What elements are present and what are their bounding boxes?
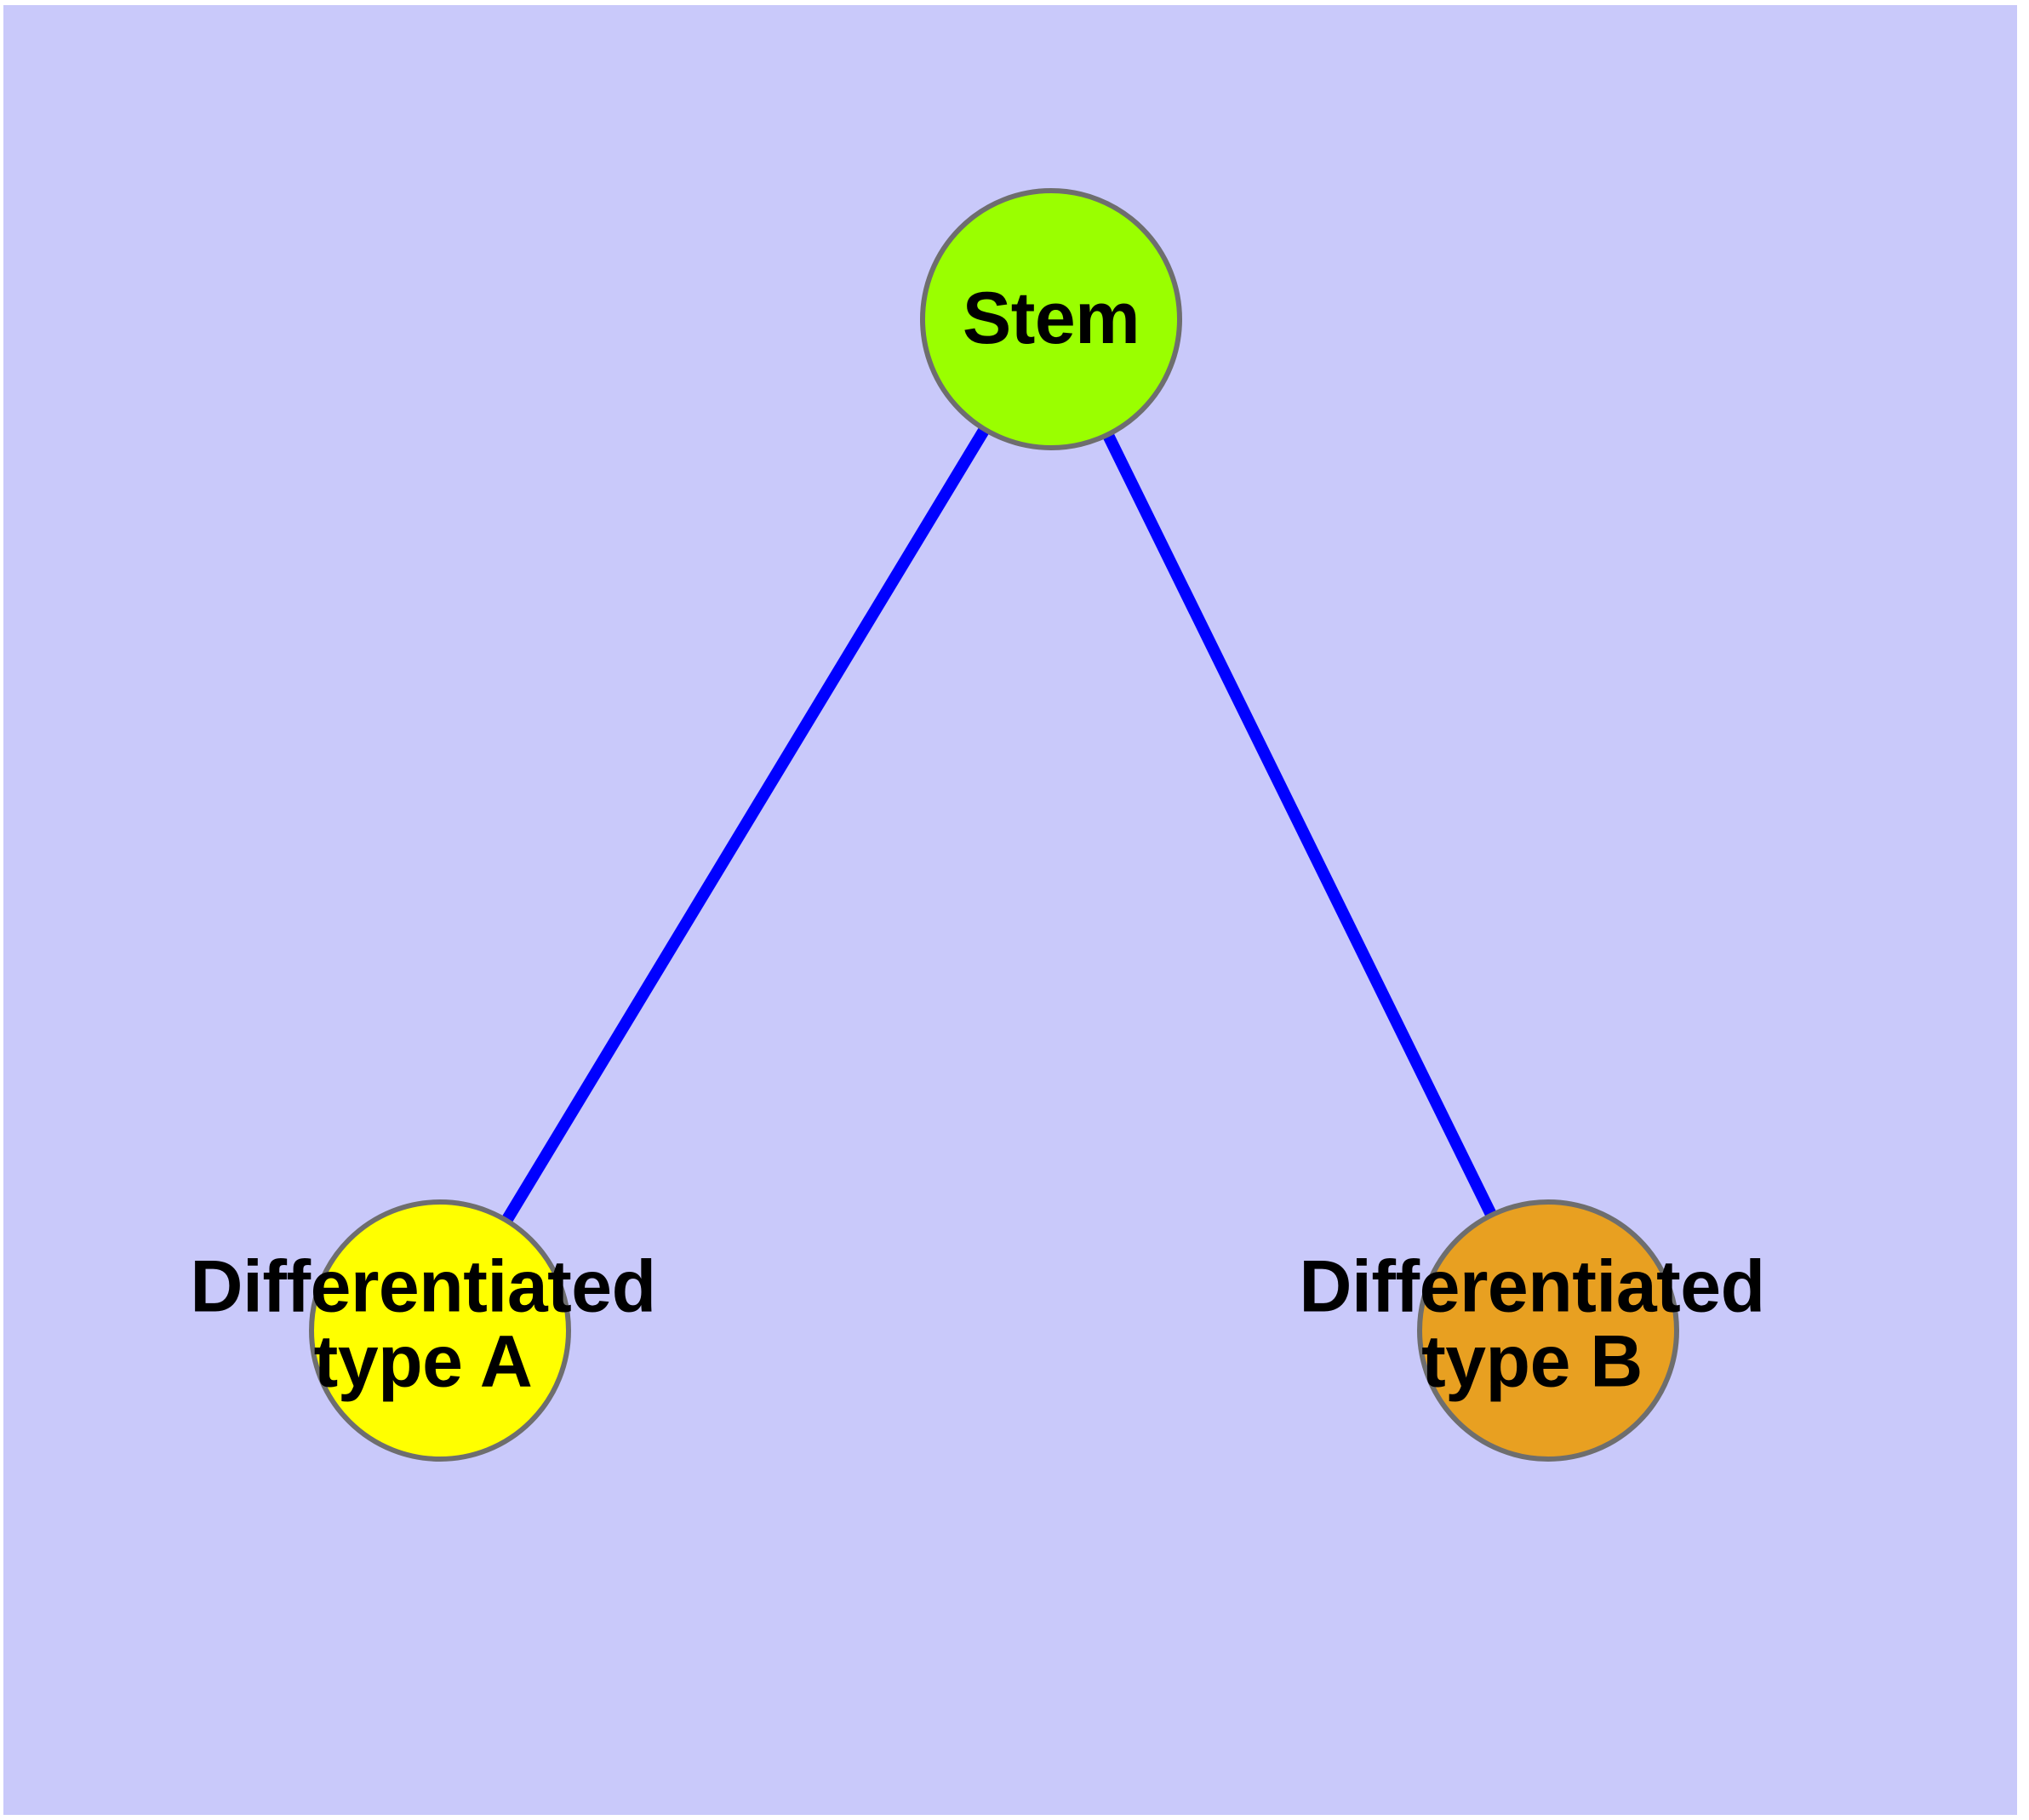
node-layer xyxy=(309,188,1679,1462)
edge-layer xyxy=(435,316,1554,1334)
node-diff-a-circle[interactable] xyxy=(309,1199,571,1462)
node-diff-b-circle[interactable] xyxy=(1417,1199,1679,1462)
edge-stem-to-diff-b xyxy=(1045,316,1554,1334)
node-stem-circle[interactable] xyxy=(920,188,1182,450)
edge-stem-to-diff-a xyxy=(435,316,1056,1334)
